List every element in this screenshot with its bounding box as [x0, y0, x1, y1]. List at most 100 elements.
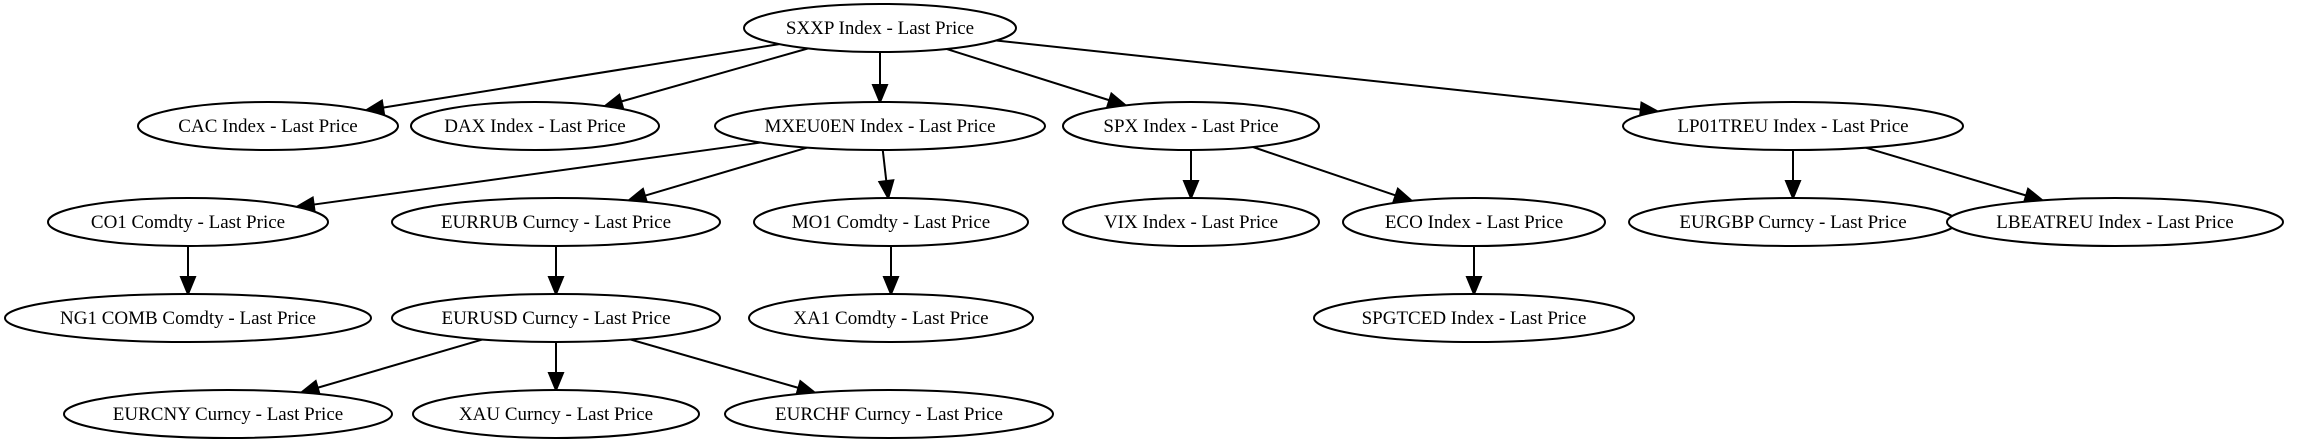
node-eco: ECO Index - Last Price	[1342, 197, 1606, 247]
node-spgtced: SPGTCED Index - Last Price	[1313, 293, 1635, 343]
node-eurrub: EURRUB Curncy - Last Price	[391, 197, 721, 247]
node-label: EURCNY Curncy - Last Price	[113, 404, 343, 425]
edge-mxeu0en-to-eurrub	[626, 146, 808, 204]
node-lp01treu: LP01TREU Index - Last Price	[1622, 101, 1964, 151]
arrowhead	[882, 276, 900, 297]
node-sxxp: SXXP Index - Last Price	[743, 3, 1017, 53]
arrowhead	[877, 179, 895, 201]
arrowhead	[547, 372, 565, 393]
node-label: SPX Index - Last Price	[1103, 116, 1278, 137]
node-ellipse	[1062, 197, 1320, 247]
edge-line	[313, 141, 761, 206]
node-label: NG1 COMB Comdty - Last Price	[60, 308, 316, 329]
edge-spx-to-eco	[1252, 146, 1415, 204]
node-label: EURCHF Curncy - Last Price	[775, 404, 1003, 425]
node-label: EURUSD Curncy - Last Price	[441, 308, 670, 329]
node-label: XAU Curncy - Last Price	[459, 404, 653, 425]
node-label: MXEU0EN Index - Last Price	[764, 116, 995, 137]
node-ng1: NG1 COMB Comdty - Last Price	[4, 293, 372, 343]
edge-line	[881, 149, 888, 182]
node-label: ECO Index - Last Price	[1385, 212, 1563, 233]
node-label: LBEATREU Index - Last Price	[1996, 212, 2233, 233]
edge-eco-to-spgtced	[1465, 246, 1483, 297]
edge-line	[996, 39, 1641, 111]
node-ellipse	[410, 101, 660, 151]
node-mxeu0en: MXEU0EN Index - Last Price	[714, 101, 1046, 151]
arrowhead	[871, 84, 889, 105]
node-ellipse	[1313, 293, 1635, 343]
node-lbeatreu: LBEATREU Index - Last Price	[1946, 197, 2284, 247]
edge-line	[644, 146, 808, 197]
edges-layer	[179, 39, 2045, 396]
node-label: XA1 Comdty - Last Price	[793, 308, 988, 329]
node-spx: SPX Index - Last Price	[1062, 101, 1320, 151]
node-label: LP01TREU Index - Last Price	[1677, 116, 1908, 137]
node-label: CAC Index - Last Price	[178, 116, 357, 137]
edge-mxeu0en-to-mo1	[877, 149, 895, 201]
node-ellipse	[391, 197, 721, 247]
node-ellipse	[753, 197, 1029, 247]
arrowhead	[179, 276, 197, 297]
node-ellipse	[47, 197, 329, 247]
edge-line	[946, 47, 1110, 102]
node-ellipse	[391, 293, 721, 343]
node-eurcny: EURCNY Curncy - Last Price	[63, 389, 393, 439]
node-xau: XAU Curncy - Last Price	[412, 389, 700, 439]
node-ellipse	[137, 101, 399, 151]
edge-lp01treu-to-lbeatreu	[1865, 146, 2045, 204]
node-ellipse	[724, 389, 1054, 439]
edge-sxxp-to-dax	[602, 47, 809, 110]
node-cac: CAC Index - Last Price	[137, 101, 399, 151]
node-eurchf: EURCHF Curncy - Last Price	[724, 389, 1054, 439]
node-ellipse	[1342, 197, 1606, 247]
node-ellipse	[1946, 197, 2284, 247]
edge-eurusd-to-xau	[547, 342, 565, 393]
arrowhead	[1182, 180, 1200, 201]
edge-line	[382, 43, 780, 109]
edge-eurusd-to-eurchf	[629, 338, 818, 396]
node-label: EURGBP Curncy - Last Price	[1679, 212, 1906, 233]
edge-line	[317, 338, 483, 389]
node-label: VIX Index - Last Price	[1104, 212, 1278, 233]
node-ellipse	[4, 293, 372, 343]
edge-sxxp-to-lp01treu	[996, 39, 1661, 118]
node-label: SXXP Index - Last Price	[786, 18, 974, 39]
node-eurgbp: EURGBP Curncy - Last Price	[1628, 197, 1958, 247]
node-dax: DAX Index - Last Price	[410, 101, 660, 151]
edge-sxxp-to-mxeu0en	[871, 52, 889, 105]
edge-line	[1252, 146, 1396, 197]
edge-spx-to-vix	[1182, 150, 1200, 201]
edge-line	[1865, 146, 2027, 197]
edge-eurusd-to-eurcny	[298, 338, 483, 396]
node-xa1: XA1 Comdty - Last Price	[748, 293, 1034, 343]
node-mo1: MO1 Comdty - Last Price	[753, 197, 1029, 247]
edge-lp01treu-to-eurgbp	[1784, 150, 1802, 201]
node-vix: VIX Index - Last Price	[1062, 197, 1320, 247]
node-label: MO1 Comdty - Last Price	[792, 212, 990, 233]
edge-eurrub-to-eurusd	[547, 246, 565, 297]
edge-line	[620, 47, 809, 103]
arrowhead	[547, 276, 565, 297]
node-label: DAX Index - Last Price	[444, 116, 626, 137]
node-label: CO1 Comdty - Last Price	[91, 212, 285, 233]
edge-line	[629, 338, 799, 389]
node-label: EURRUB Curncy - Last Price	[441, 212, 671, 233]
edge-co1-to-ng1	[179, 246, 197, 297]
node-ellipse	[743, 3, 1017, 53]
node-co1: CO1 Comdty - Last Price	[47, 197, 329, 247]
arrowhead	[1391, 187, 1415, 204]
node-eurusd: EURUSD Curncy - Last Price	[391, 293, 721, 343]
arrowhead	[1465, 276, 1483, 297]
node-ellipse	[714, 101, 1046, 151]
arrowhead	[1784, 180, 1802, 201]
edge-sxxp-to-spx	[946, 47, 1129, 109]
node-ellipse	[412, 389, 700, 439]
edge-mo1-to-xa1	[882, 246, 900, 297]
node-ellipse	[748, 293, 1034, 343]
node-ellipse	[63, 389, 393, 439]
node-label: SPGTCED Index - Last Price	[1362, 308, 1587, 329]
node-ellipse	[1622, 101, 1964, 151]
node-ellipse	[1062, 101, 1320, 151]
